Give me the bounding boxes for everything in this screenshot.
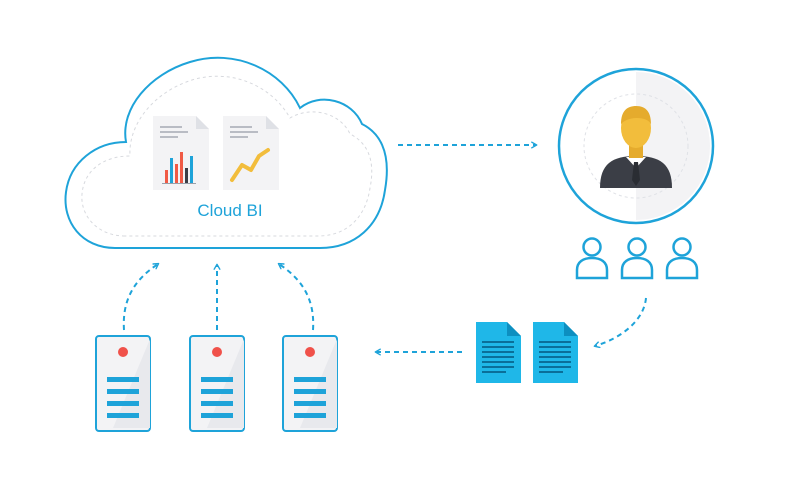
server-icon [282, 335, 338, 432]
user-group-icon [575, 237, 699, 280]
arrow-server-to-cloud [277, 262, 315, 331]
arrow-to-reports [593, 297, 647, 349]
report-document-icon [476, 322, 521, 383]
line-chart-document-icon [223, 116, 279, 190]
executive-avatar-icon [557, 67, 715, 225]
cloud-label: Cloud BI [197, 201, 263, 220]
bar-chart-document-icon [153, 116, 209, 190]
report-document-icon [533, 322, 578, 383]
arrow-server-to-cloud [122, 262, 160, 331]
server-icon [95, 335, 151, 432]
server-icon [189, 335, 245, 432]
